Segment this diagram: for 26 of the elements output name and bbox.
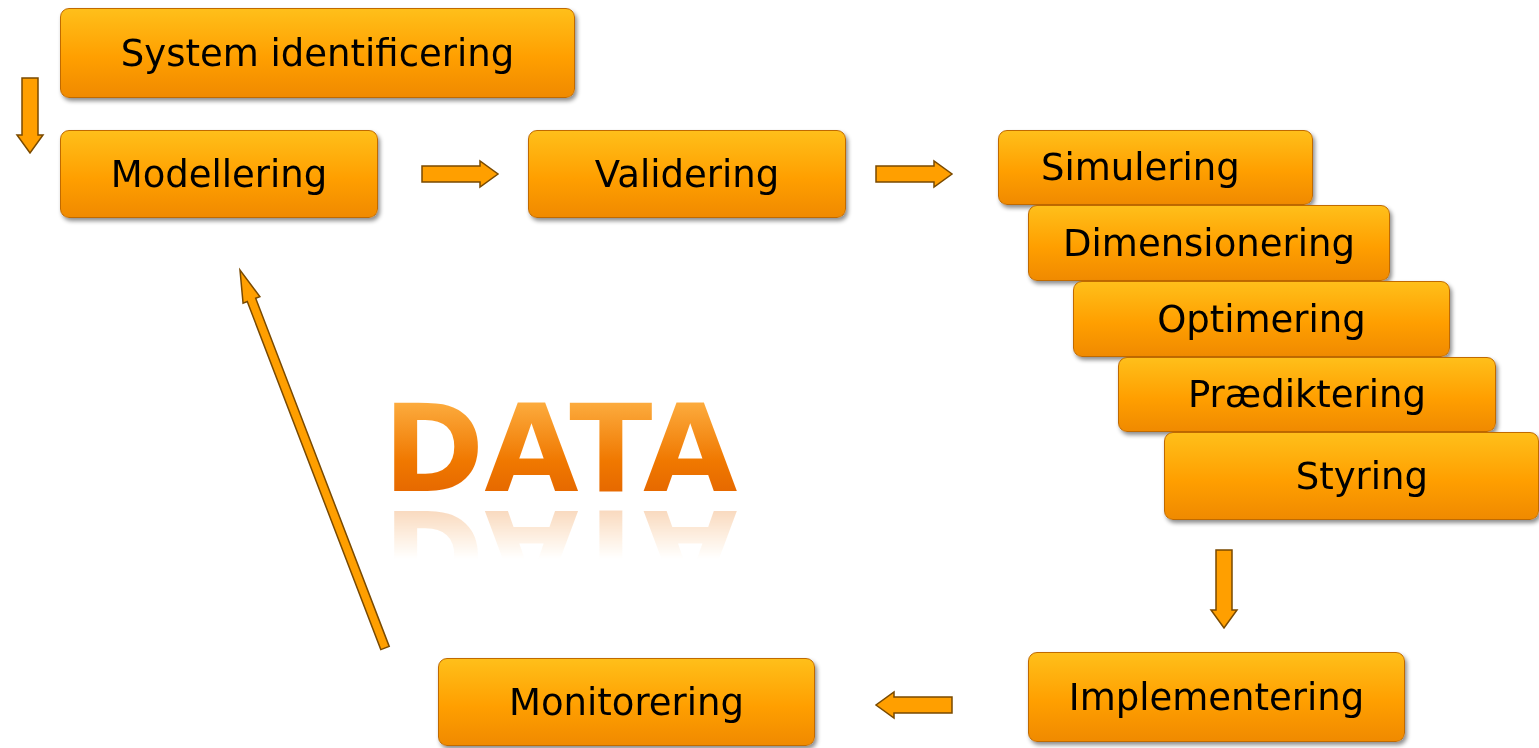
arrow	[874, 690, 953, 720]
process-box	[1164, 432, 1539, 520]
process-box	[1073, 281, 1450, 357]
step-label: Prædiktering	[1187, 373, 1427, 416]
arrow	[239, 267, 391, 651]
process-box	[60, 8, 575, 98]
arrow	[875, 159, 954, 189]
arrow	[15, 77, 45, 155]
step-label: Styring	[1295, 454, 1428, 498]
process-box	[438, 658, 815, 746]
process-box	[60, 130, 378, 218]
step-label: Implementering	[1068, 675, 1365, 719]
process-box	[528, 130, 846, 218]
step-label: Dimensionering	[1063, 221, 1355, 265]
step-label: Simulering	[1041, 146, 1240, 189]
process-box	[1028, 205, 1390, 281]
step-label: Modellering	[110, 152, 328, 196]
step-label: System identificering	[120, 31, 515, 75]
step-label: Validering	[594, 152, 780, 196]
step-label: Optimering	[1157, 297, 1366, 341]
process-box	[998, 130, 1313, 205]
step-label: Monitorering	[509, 680, 744, 724]
process-box	[1118, 357, 1496, 432]
arrow	[1209, 549, 1239, 630]
arrow	[421, 159, 500, 189]
process-box	[1028, 652, 1405, 742]
